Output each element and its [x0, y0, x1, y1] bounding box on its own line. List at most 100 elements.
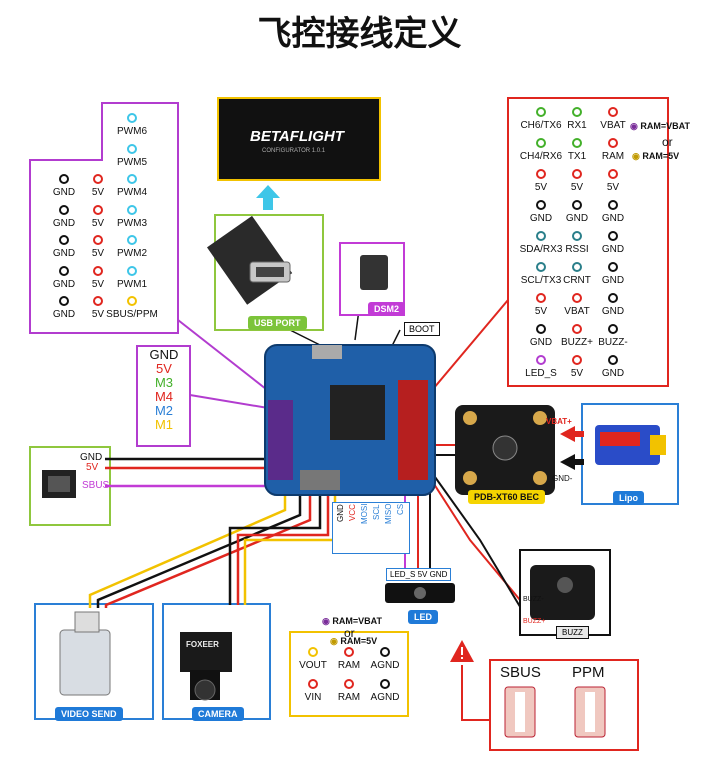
pin-ring	[93, 296, 103, 306]
pin-label: PWM6	[117, 126, 147, 137]
pin-ring	[59, 174, 69, 184]
pin-label: 5V	[91, 187, 105, 198]
spi-pin-label: GND	[336, 504, 345, 522]
pin-label: AGND	[370, 660, 400, 671]
pin-label: SDA/RX3	[519, 244, 563, 255]
pin-label: RAM	[337, 692, 361, 703]
pin-label: GND	[52, 248, 76, 259]
pin-label: 5V	[570, 368, 584, 379]
pin-ring	[344, 647, 354, 657]
pin-label: PWM5	[117, 156, 147, 168]
lipo-label: Lipo	[613, 491, 644, 505]
pin-label: GND	[601, 306, 625, 317]
cam-note-or: or	[344, 626, 355, 640]
pin-ring	[127, 143, 137, 154]
pin-ring	[380, 647, 390, 657]
pin-label: CH6/TX6	[520, 120, 562, 131]
pin-ring	[308, 679, 318, 689]
pin-ring	[536, 169, 546, 179]
cam-note-5v: ◉ RAM=5V	[330, 636, 378, 646]
pin-label: GND	[601, 368, 625, 379]
pin-label: BUZZ-	[598, 337, 628, 348]
pin-ring	[59, 204, 69, 215]
pin-ring	[608, 231, 618, 241]
pin-label: BUZZ+	[561, 337, 593, 348]
pin-label: GND	[601, 244, 625, 255]
pin-label: PWM1	[117, 278, 147, 290]
spi-pin-label: CS	[396, 504, 405, 516]
pin-label: GND	[52, 278, 76, 290]
pin-label: PWM2	[117, 248, 147, 259]
pin-ring	[608, 138, 618, 148]
pin-label: SCL/TX3	[520, 275, 562, 286]
pin-ring	[127, 235, 137, 245]
pin-ring	[59, 296, 69, 306]
pin-label: 5V	[91, 278, 105, 290]
pin-ring	[536, 355, 546, 365]
legend-5v: 5V	[156, 361, 172, 376]
betaflight-logo: BETAFLIGHT	[250, 128, 344, 145]
pin-label: 5V	[606, 182, 620, 193]
pin-label: PWM3	[117, 217, 147, 229]
pin-ring	[608, 262, 618, 272]
pin-ring	[572, 169, 582, 179]
uart-note-5v: ◉ RAM=5V	[632, 151, 680, 161]
vtx-label: VIDEO SEND	[55, 707, 123, 721]
pin-label: PWM4	[117, 187, 147, 198]
pin-ring	[572, 355, 582, 365]
dsm2-label: DSM2	[368, 302, 406, 316]
pin-ring	[536, 324, 546, 334]
pin-ring	[93, 265, 103, 276]
motor-header	[268, 400, 293, 480]
led-label: LED	[408, 610, 438, 624]
pin-ring	[572, 138, 582, 148]
pin-label: GND	[52, 187, 76, 198]
motor-pin-box	[29, 102, 179, 334]
rx-5v-label: 5V	[86, 462, 99, 473]
pin-label: VBAT	[600, 120, 626, 131]
pin-ring	[93, 204, 103, 215]
pin-ring	[608, 324, 618, 334]
pin-ring	[536, 138, 546, 148]
pin-label: RAM	[601, 151, 625, 162]
pin-ring	[572, 324, 582, 334]
legend-m4: M4	[154, 389, 174, 404]
pin-ring	[127, 204, 137, 215]
pin-ring	[59, 235, 69, 245]
pin-label: CRNT	[563, 275, 591, 286]
pin-label: TX1	[567, 151, 587, 162]
pin-label: RX1	[567, 120, 587, 131]
pin-label: AGND	[370, 692, 400, 703]
pin-ring	[59, 265, 69, 276]
pin-ring	[572, 107, 582, 117]
pin-label: RSSI	[565, 244, 589, 255]
usb-connector	[312, 345, 342, 359]
pin-ring	[536, 200, 546, 210]
pin-ring	[93, 174, 103, 184]
pin-ring	[536, 262, 546, 272]
rx-sbus-label: SBUS	[82, 480, 110, 491]
pin-ring	[127, 265, 137, 276]
pin-ring	[608, 169, 618, 179]
spi-pin-label: MISO	[384, 504, 393, 525]
pin-label: GND	[601, 275, 625, 286]
camera-brand: FOXEER	[186, 640, 219, 649]
pin-label: 5V	[570, 182, 584, 193]
pin-label: 5V	[91, 217, 105, 229]
spi-pin-label: MOSI	[360, 504, 369, 525]
buzzer-label: BUZZ	[556, 626, 589, 639]
rx-gnd-label: GND	[80, 452, 103, 463]
buzzer-plus: BUZZ+	[523, 618, 546, 625]
pin-ring	[608, 293, 618, 303]
pin-label: GND	[529, 213, 553, 224]
pin-label: 5V	[534, 182, 548, 193]
pin-label: 5V	[91, 248, 105, 259]
pin-label: LED_S	[525, 368, 557, 379]
spi-pin-box	[332, 502, 410, 554]
pin-ring	[572, 262, 582, 272]
spi-pin-label: SCL	[372, 504, 381, 520]
pin-ring	[536, 231, 546, 241]
pin-ring	[608, 200, 618, 210]
pdb-gnd-label: GND-	[552, 474, 573, 483]
